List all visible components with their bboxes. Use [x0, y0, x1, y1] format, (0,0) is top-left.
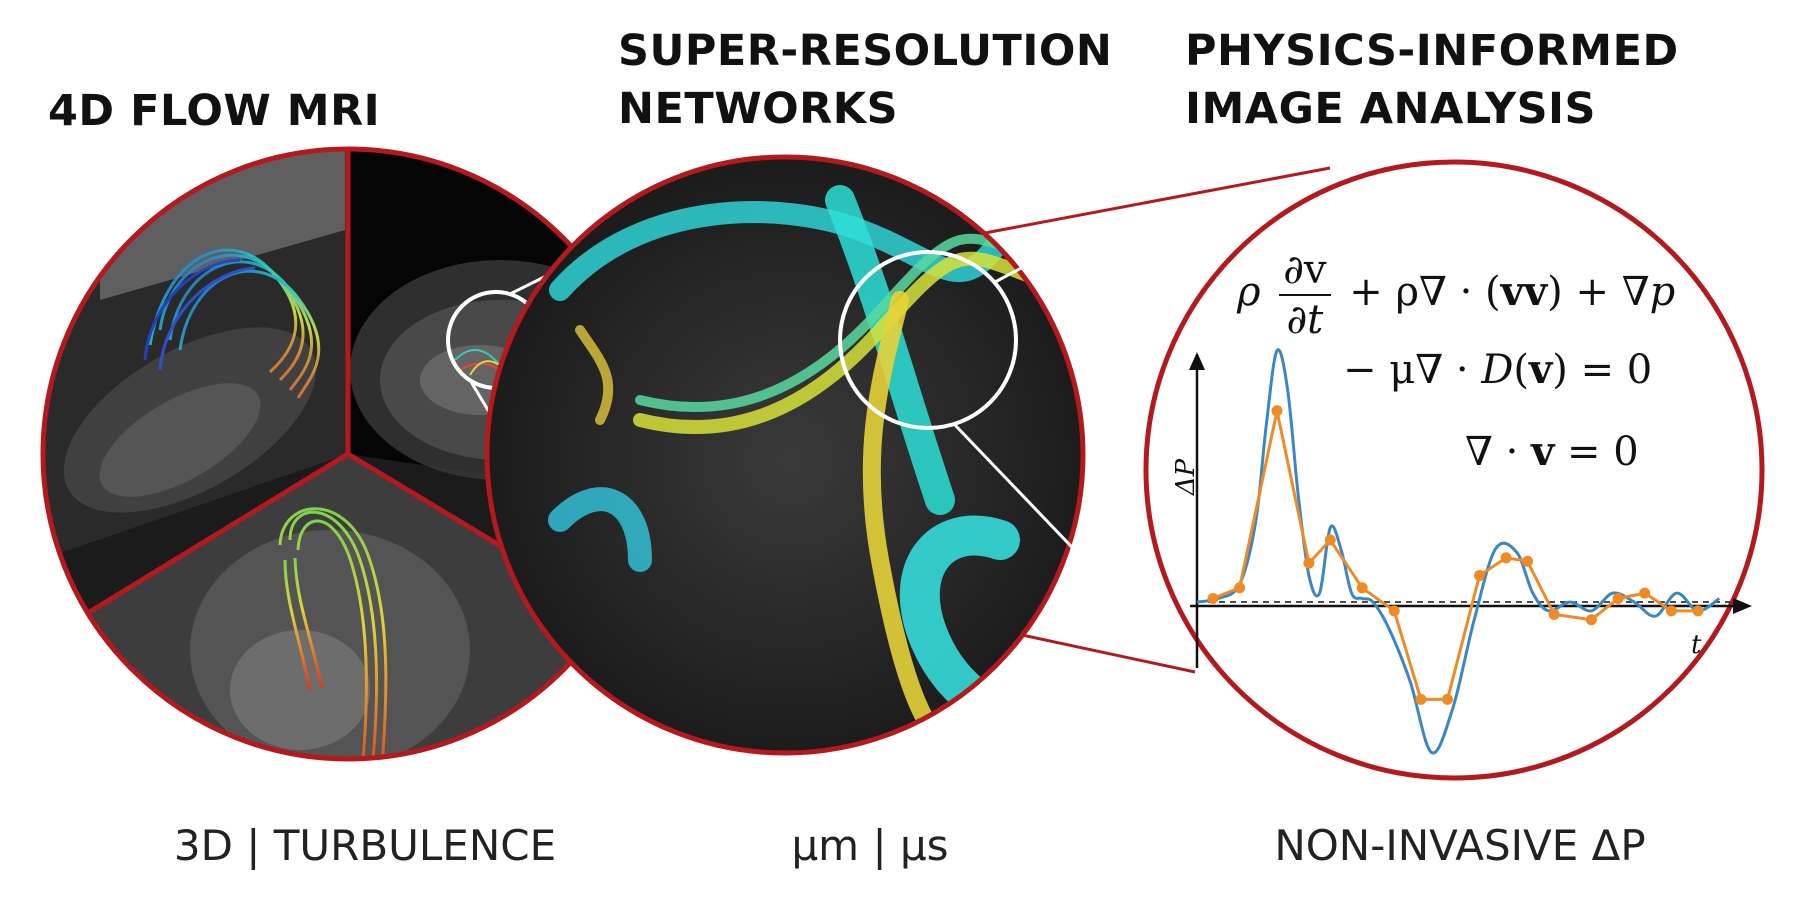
heading-super-resolution: SUPER-RESOLUTION NETWORKS	[618, 22, 1112, 138]
y-axis-label: ΔP	[1171, 458, 1202, 496]
eq-v: v	[1531, 428, 1555, 475]
data-point	[1271, 405, 1283, 417]
eq-v: v	[1529, 346, 1553, 393]
eq-paren-open: (	[1513, 347, 1529, 393]
data-point	[1612, 593, 1624, 604]
x-axis-arrow	[1733, 598, 1752, 614]
series-blue-line	[1196, 348, 1721, 755]
heading-line: IMAGE ANALYSIS	[1185, 84, 1597, 134]
data-point	[1474, 570, 1485, 581]
data-point	[1388, 605, 1400, 617]
data-point	[1585, 614, 1597, 626]
eq-paren-close: ) = 0	[1552, 347, 1653, 393]
zoom-ring-large	[838, 250, 1018, 430]
caption-left: 3D | TURBULENCE	[173, 821, 557, 870]
data-point	[1639, 587, 1651, 599]
right-circle	[1143, 159, 1765, 781]
data-point	[1415, 693, 1427, 705]
eq-div-lead: ∇ ·	[1465, 429, 1532, 475]
eq-frac-num: ∂v	[1279, 248, 1331, 296]
caption-right: NON-INVASIVE ΔP	[1274, 821, 1646, 870]
eq-convective-a: + ρ∇ · (	[1349, 269, 1501, 315]
data-point	[1522, 555, 1533, 567]
data-point	[1548, 608, 1560, 620]
data-point	[1500, 552, 1512, 564]
eq-viscous-lead: − μ∇ ·	[1343, 347, 1482, 393]
x-axis-label: t	[1691, 630, 1702, 660]
heading-line: 4D FLOW MRI	[48, 86, 381, 136]
aorta-streamlines	[278, 507, 388, 759]
eq-frac-den: ∂t	[1286, 297, 1324, 343]
eq-fraction: ∂v ∂t	[1279, 248, 1331, 343]
data-point	[1442, 693, 1453, 705]
eq-p: p	[1649, 269, 1676, 315]
superres-streamlines	[548, 185, 1047, 753]
heading-line: SUPER-RESOLUTION	[618, 26, 1113, 76]
eq-div-tail: = 0	[1554, 429, 1639, 475]
middle-superres-panel	[487, 157, 1083, 753]
zoom-line	[953, 423, 1182, 662]
eq-D: D	[1481, 347, 1514, 393]
eq-rho: ρ	[1237, 269, 1261, 315]
eq-convective-b: ) + ∇	[1547, 269, 1650, 315]
middle-circle-ring	[484, 154, 1086, 756]
equation-line-viscous: − μ∇ · D(v) = 0	[1343, 346, 1652, 393]
heading-physics-informed: PHYSICS-INFORMED IMAGE ANALYSIS	[1185, 22, 1679, 138]
heading-4d-flow-mri: 4D FLOW MRI	[48, 82, 380, 140]
y-axis-arrow	[1189, 352, 1205, 370]
heading-line: PHYSICS-INFORMED	[1185, 26, 1679, 76]
data-point	[1303, 557, 1315, 569]
data-point	[1324, 534, 1336, 546]
heading-line: NETWORKS	[618, 84, 899, 134]
data-point	[1234, 582, 1246, 594]
caption-middle: μm | μs	[791, 821, 949, 870]
data-point	[1207, 593, 1219, 604]
data-point	[1665, 605, 1677, 617]
equation-line-momentum: ρ ∂v ∂t + ρ∇ · (vv) + ∇p	[1237, 248, 1675, 342]
data-point	[1356, 582, 1368, 594]
zoom-line	[994, 208, 1131, 284]
equation-line-continuity: ∇ · v = 0	[1465, 428, 1639, 475]
pressure-chart	[1189, 348, 1752, 755]
data-point	[1692, 605, 1704, 617]
streamlines-cluster	[143, 248, 321, 399]
eq-vv: vv	[1500, 268, 1548, 315]
